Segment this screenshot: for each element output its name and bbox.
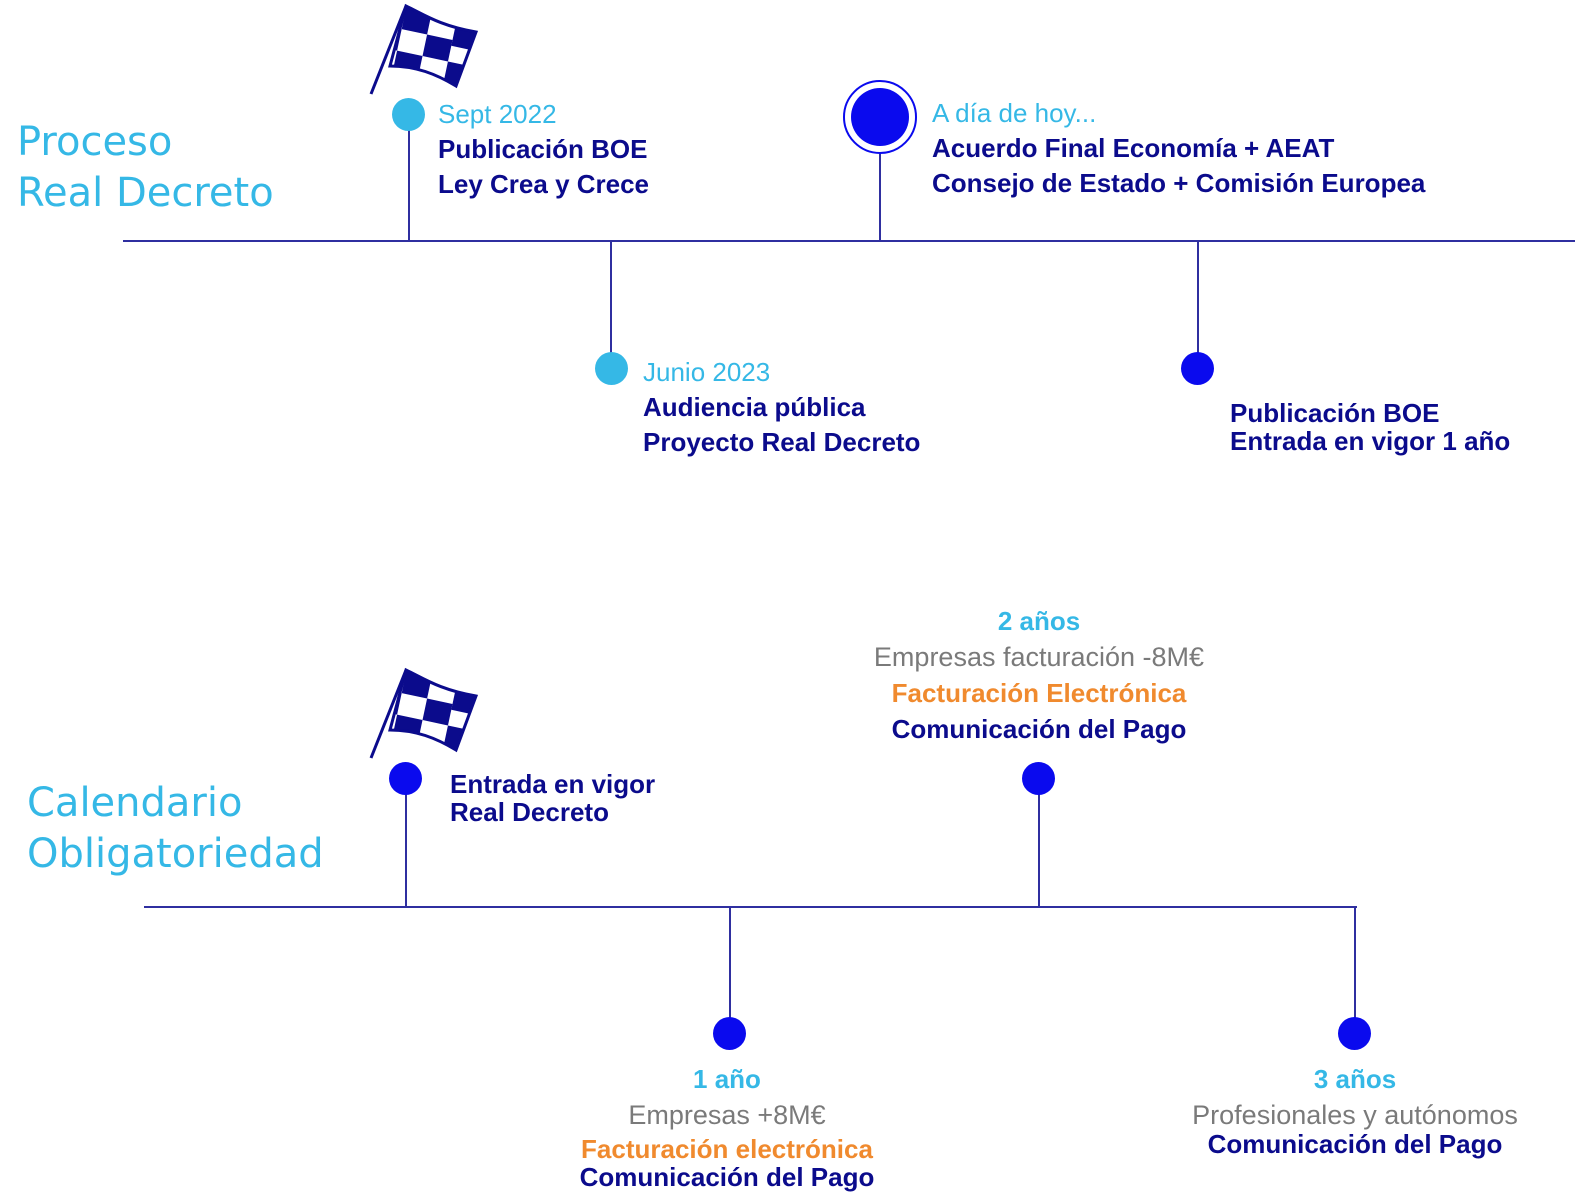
event-dot-sept2022 — [392, 98, 425, 131]
event-publicacion: Publicación BOE Entrada en vigor 1 año — [1230, 399, 1510, 455]
event-title-line1: Comunicación del Pago — [1207, 1129, 1503, 1159]
event-audience: Empresas +8M€ — [628, 1100, 826, 1130]
event-title-line1: Publicación BOE — [438, 134, 648, 164]
event-title-line1: Entrada en vigor — [450, 769, 656, 799]
calendario-title: Calendario Obligatoriedad — [27, 778, 324, 880]
event-dot-ano3 — [1338, 1017, 1371, 1050]
event-title-line1: Publicación BOE — [1230, 398, 1440, 428]
event-heading: 2 años — [997, 606, 1081, 636]
checkered-flag-icon — [369, 667, 479, 759]
calendario-title-line1: Calendario — [27, 780, 243, 826]
event-audience: Empresas facturación -8M€ — [873, 642, 1205, 672]
event-ano3: 3 años Profesionales y autónomos Comunic… — [1155, 1062, 1555, 1159]
event-title-line1: Acuerdo Final Economía + AEAT — [932, 133, 1335, 163]
event-title-line2: Consejo de Estado + Comisión Europea — [932, 168, 1426, 198]
event-title-line2: Entrada en vigor 1 año — [1230, 426, 1511, 456]
event-stem-hoy — [879, 116, 881, 240]
event-dot-junio2023 — [595, 352, 628, 385]
checkered-flag-icon — [369, 3, 479, 95]
event-title-line2: Ley Crea y Crece — [438, 169, 650, 199]
event-dot-ano2 — [1022, 762, 1055, 795]
event-title-line1: Facturación electrónica — [581, 1134, 873, 1164]
event-title-line2: Proyecto Real Decreto — [643, 427, 921, 457]
event-date: A día de hoy... — [932, 98, 1097, 128]
proceso-title-line1: Proceso — [17, 119, 173, 165]
event-dot-publicacion — [1181, 352, 1214, 385]
event-vigor: Entrada en vigor Real Decreto — [450, 770, 655, 826]
event-stem-sept2022 — [408, 114, 410, 240]
event-ano1: 1 año Empresas +8M€ Facturación electrón… — [527, 1062, 927, 1190]
proceso-title: Proceso Real Decreto — [17, 117, 274, 219]
event-stem-ano1 — [729, 906, 731, 1030]
event-stem-junio2023 — [610, 240, 612, 368]
event-stem-vigor — [405, 780, 407, 906]
event-stem-ano2 — [1038, 780, 1040, 906]
event-date: Junio 2023 — [643, 357, 771, 387]
event-stem-publicacion — [1197, 240, 1199, 368]
event-sept2022: Sept 2022 Publicación BOE Ley Crea y Cre… — [438, 97, 649, 202]
event-title-line1: Audiencia pública — [643, 392, 866, 422]
event-ano2: 2 años Empresas facturación -8M€ Factura… — [839, 604, 1239, 747]
event-title-line2: Real Decreto — [450, 797, 609, 827]
event-hoy: A día de hoy... Acuerdo Final Economía +… — [932, 96, 1425, 201]
event-audience: Profesionales y autónomos — [1192, 1100, 1518, 1130]
event-title-line1: Facturación Electrónica — [891, 678, 1187, 708]
event-junio2023: Junio 2023 Audiencia pública Proyecto Re… — [643, 355, 920, 460]
event-dot-hoy — [851, 88, 909, 146]
event-date: Sept 2022 — [438, 99, 557, 129]
event-stem-ano3 — [1354, 906, 1356, 1030]
proceso-title-line2: Real Decreto — [17, 170, 274, 216]
event-dot-vigor — [389, 762, 422, 795]
calendario-timeline-axis — [144, 906, 1357, 908]
event-title-line2: Comunicación del Pago — [579, 1162, 875, 1192]
event-heading: 1 año — [693, 1064, 761, 1094]
event-title-line2: Comunicación del Pago — [891, 714, 1187, 744]
calendario-title-line2: Obligatoriedad — [27, 831, 324, 877]
proceso-timeline-axis — [123, 240, 1575, 242]
event-dot-ano1 — [713, 1017, 746, 1050]
event-heading: 3 años — [1313, 1064, 1397, 1094]
